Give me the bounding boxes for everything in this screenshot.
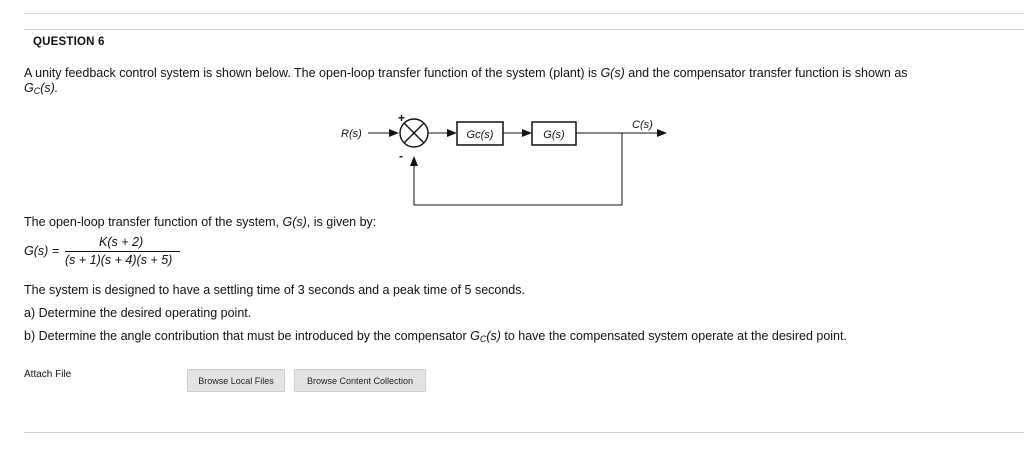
feedback-path: [410, 133, 623, 206]
bottom-divider: [24, 432, 1024, 433]
question-header-divider: [24, 29, 1024, 30]
question-intro: A unity feedback control system is shown…: [24, 66, 908, 96]
input-label: R(s): [341, 128, 362, 140]
part-b: b) Determine the angle contribution that…: [24, 329, 847, 344]
summing-junction: [399, 118, 429, 148]
compensator-label: Gc(s): [467, 129, 494, 141]
design-requirements: The system is designed to have a settlin…: [24, 283, 525, 297]
part-a: a) Determine the desired operating point…: [24, 306, 252, 320]
top-divider: [24, 13, 1024, 14]
minus-sign: -: [399, 149, 403, 163]
attach-file-label: Attach File: [24, 369, 72, 380]
equation-denominator: (s + 1)(s + 4)(s + 5): [65, 253, 173, 267]
browse-content-collection-button[interactable]: Browse Content Collection: [294, 369, 426, 392]
plus-sign: +: [398, 111, 405, 125]
question-title: QUESTION 6: [33, 36, 105, 48]
equation-lhs: G(s) =: [24, 244, 60, 258]
fraction-bar: [65, 251, 180, 252]
output-label: C(s): [632, 119, 653, 131]
plant-label: G(s): [543, 129, 565, 141]
browse-local-files-button[interactable]: Browse Local Files: [187, 369, 285, 392]
equation-numerator: K(s + 2): [99, 235, 144, 249]
open-loop-description: The open-loop transfer function of the s…: [24, 215, 377, 229]
